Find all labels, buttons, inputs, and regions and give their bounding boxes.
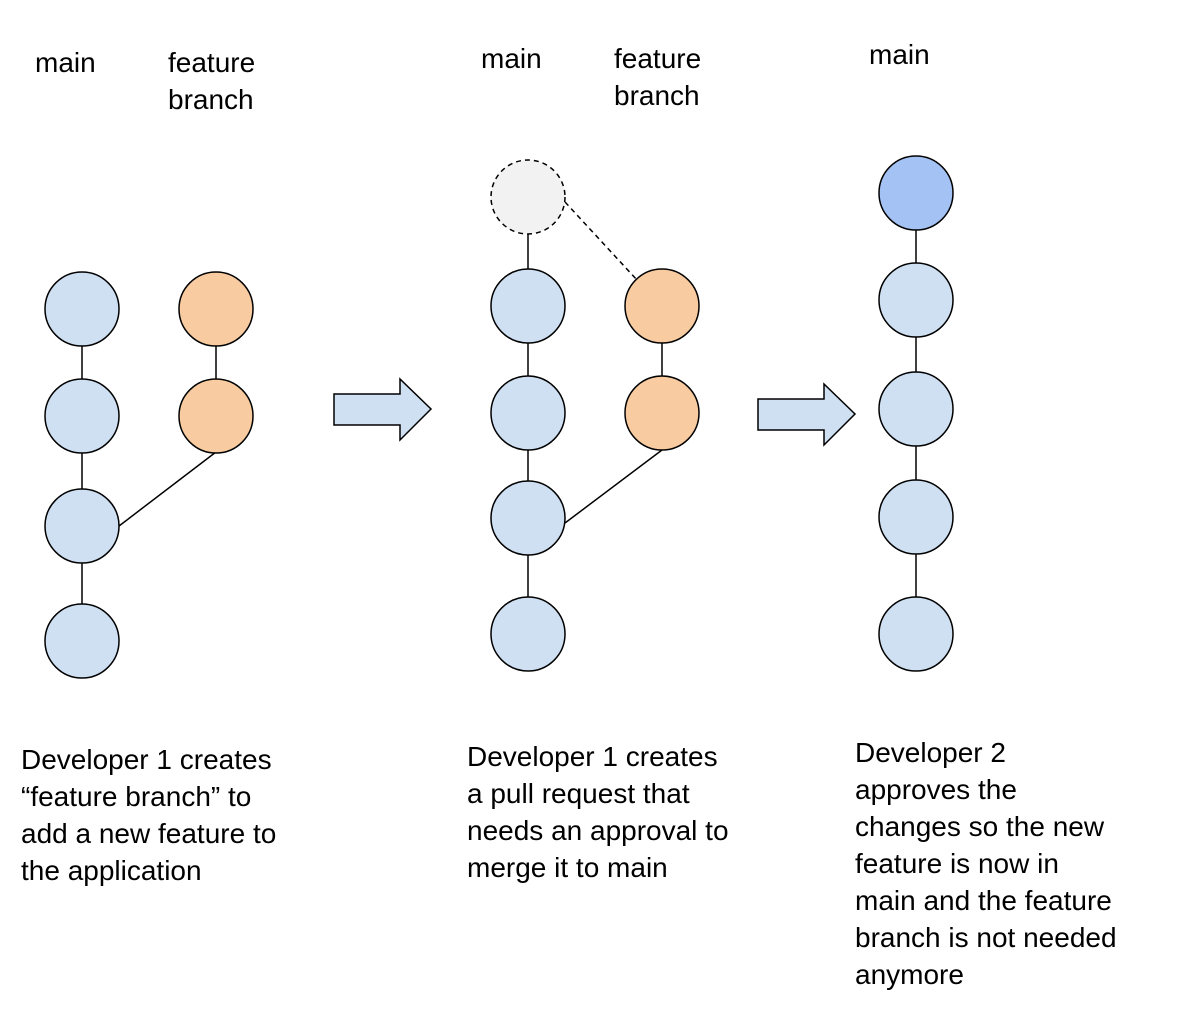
panel-1-main-commit xyxy=(44,488,120,564)
panel-2-feature-label-line-1: feature xyxy=(614,43,701,74)
panel-1-branch-connector xyxy=(118,451,217,527)
panel-1-main-commit xyxy=(44,603,120,679)
panel-3-caption-line-7: anymore xyxy=(855,959,964,990)
panel-2-feature-commit xyxy=(624,375,700,451)
panel-1-main-commit xyxy=(44,378,120,454)
panel-3-main-commit xyxy=(878,371,954,447)
panel-2-feature-label-line-2: branch xyxy=(614,80,700,111)
panel-3-caption-line-3: changes so the new xyxy=(855,811,1105,842)
panel-1-main-commit xyxy=(44,271,120,347)
panel-1-feature-commit xyxy=(178,378,254,454)
panel-3-main-commit xyxy=(878,479,954,555)
panel-2-main-label: main xyxy=(481,43,542,74)
panel-2-main-commit xyxy=(490,480,566,556)
panel-2-main-commit xyxy=(490,375,566,451)
panel-1-caption-line-1: Developer 1 creates xyxy=(21,744,272,775)
panel-3-caption-line-4: feature is now in xyxy=(855,848,1059,879)
panel-3-merged-commit xyxy=(878,155,954,231)
panel-3-caption-line-2: approves the xyxy=(855,774,1017,805)
panel-3-main-commit xyxy=(878,596,954,672)
panel-2-caption-line-4: merge it to main xyxy=(467,852,668,883)
panel-3-caption-line-5: main and the feature xyxy=(855,885,1112,916)
panel-2: main feature branch Developer 1 creates … xyxy=(467,43,729,883)
panel-2-branch-connector xyxy=(564,449,663,524)
panel-2-caption-line-3: needs an approval to xyxy=(467,815,729,846)
panel-2-caption-line-1: Developer 1 creates xyxy=(467,741,718,772)
panel-3-caption-line-1: Developer 2 xyxy=(855,737,1006,768)
panel-3-main-label: main xyxy=(869,39,930,70)
right-arrow-icon xyxy=(757,382,857,447)
panel-2-main-commit xyxy=(490,596,566,672)
panel-2-pull-request-connector xyxy=(564,201,638,281)
panel-2-main-commit xyxy=(490,268,566,344)
panel-1-feature-label-line-1: feature xyxy=(168,47,255,78)
panel-1-caption-line-4: the application xyxy=(21,855,202,886)
panel-3-caption-line-6: branch is not needed xyxy=(855,922,1117,953)
panel-2-caption-line-2: a pull request that xyxy=(467,778,690,809)
panel-1-feature-commit xyxy=(178,271,254,347)
panel-2-pending-merge-commit xyxy=(490,159,566,235)
panel-3: main Developer 2 approves the changes so… xyxy=(855,39,1117,990)
panel-3-main-commit xyxy=(878,262,954,338)
panel-1-feature-label-line-2: branch xyxy=(168,84,254,115)
panel-2-feature-commit xyxy=(624,268,700,344)
panel-1-caption-line-2: “feature branch” to xyxy=(21,781,251,812)
right-arrow-icon xyxy=(333,377,433,442)
panel-1: main feature branch Developer 1 creates … xyxy=(21,47,276,886)
panel-1-main-label: main xyxy=(35,47,96,78)
panel-1-caption-line-3: add a new feature to xyxy=(21,818,276,849)
